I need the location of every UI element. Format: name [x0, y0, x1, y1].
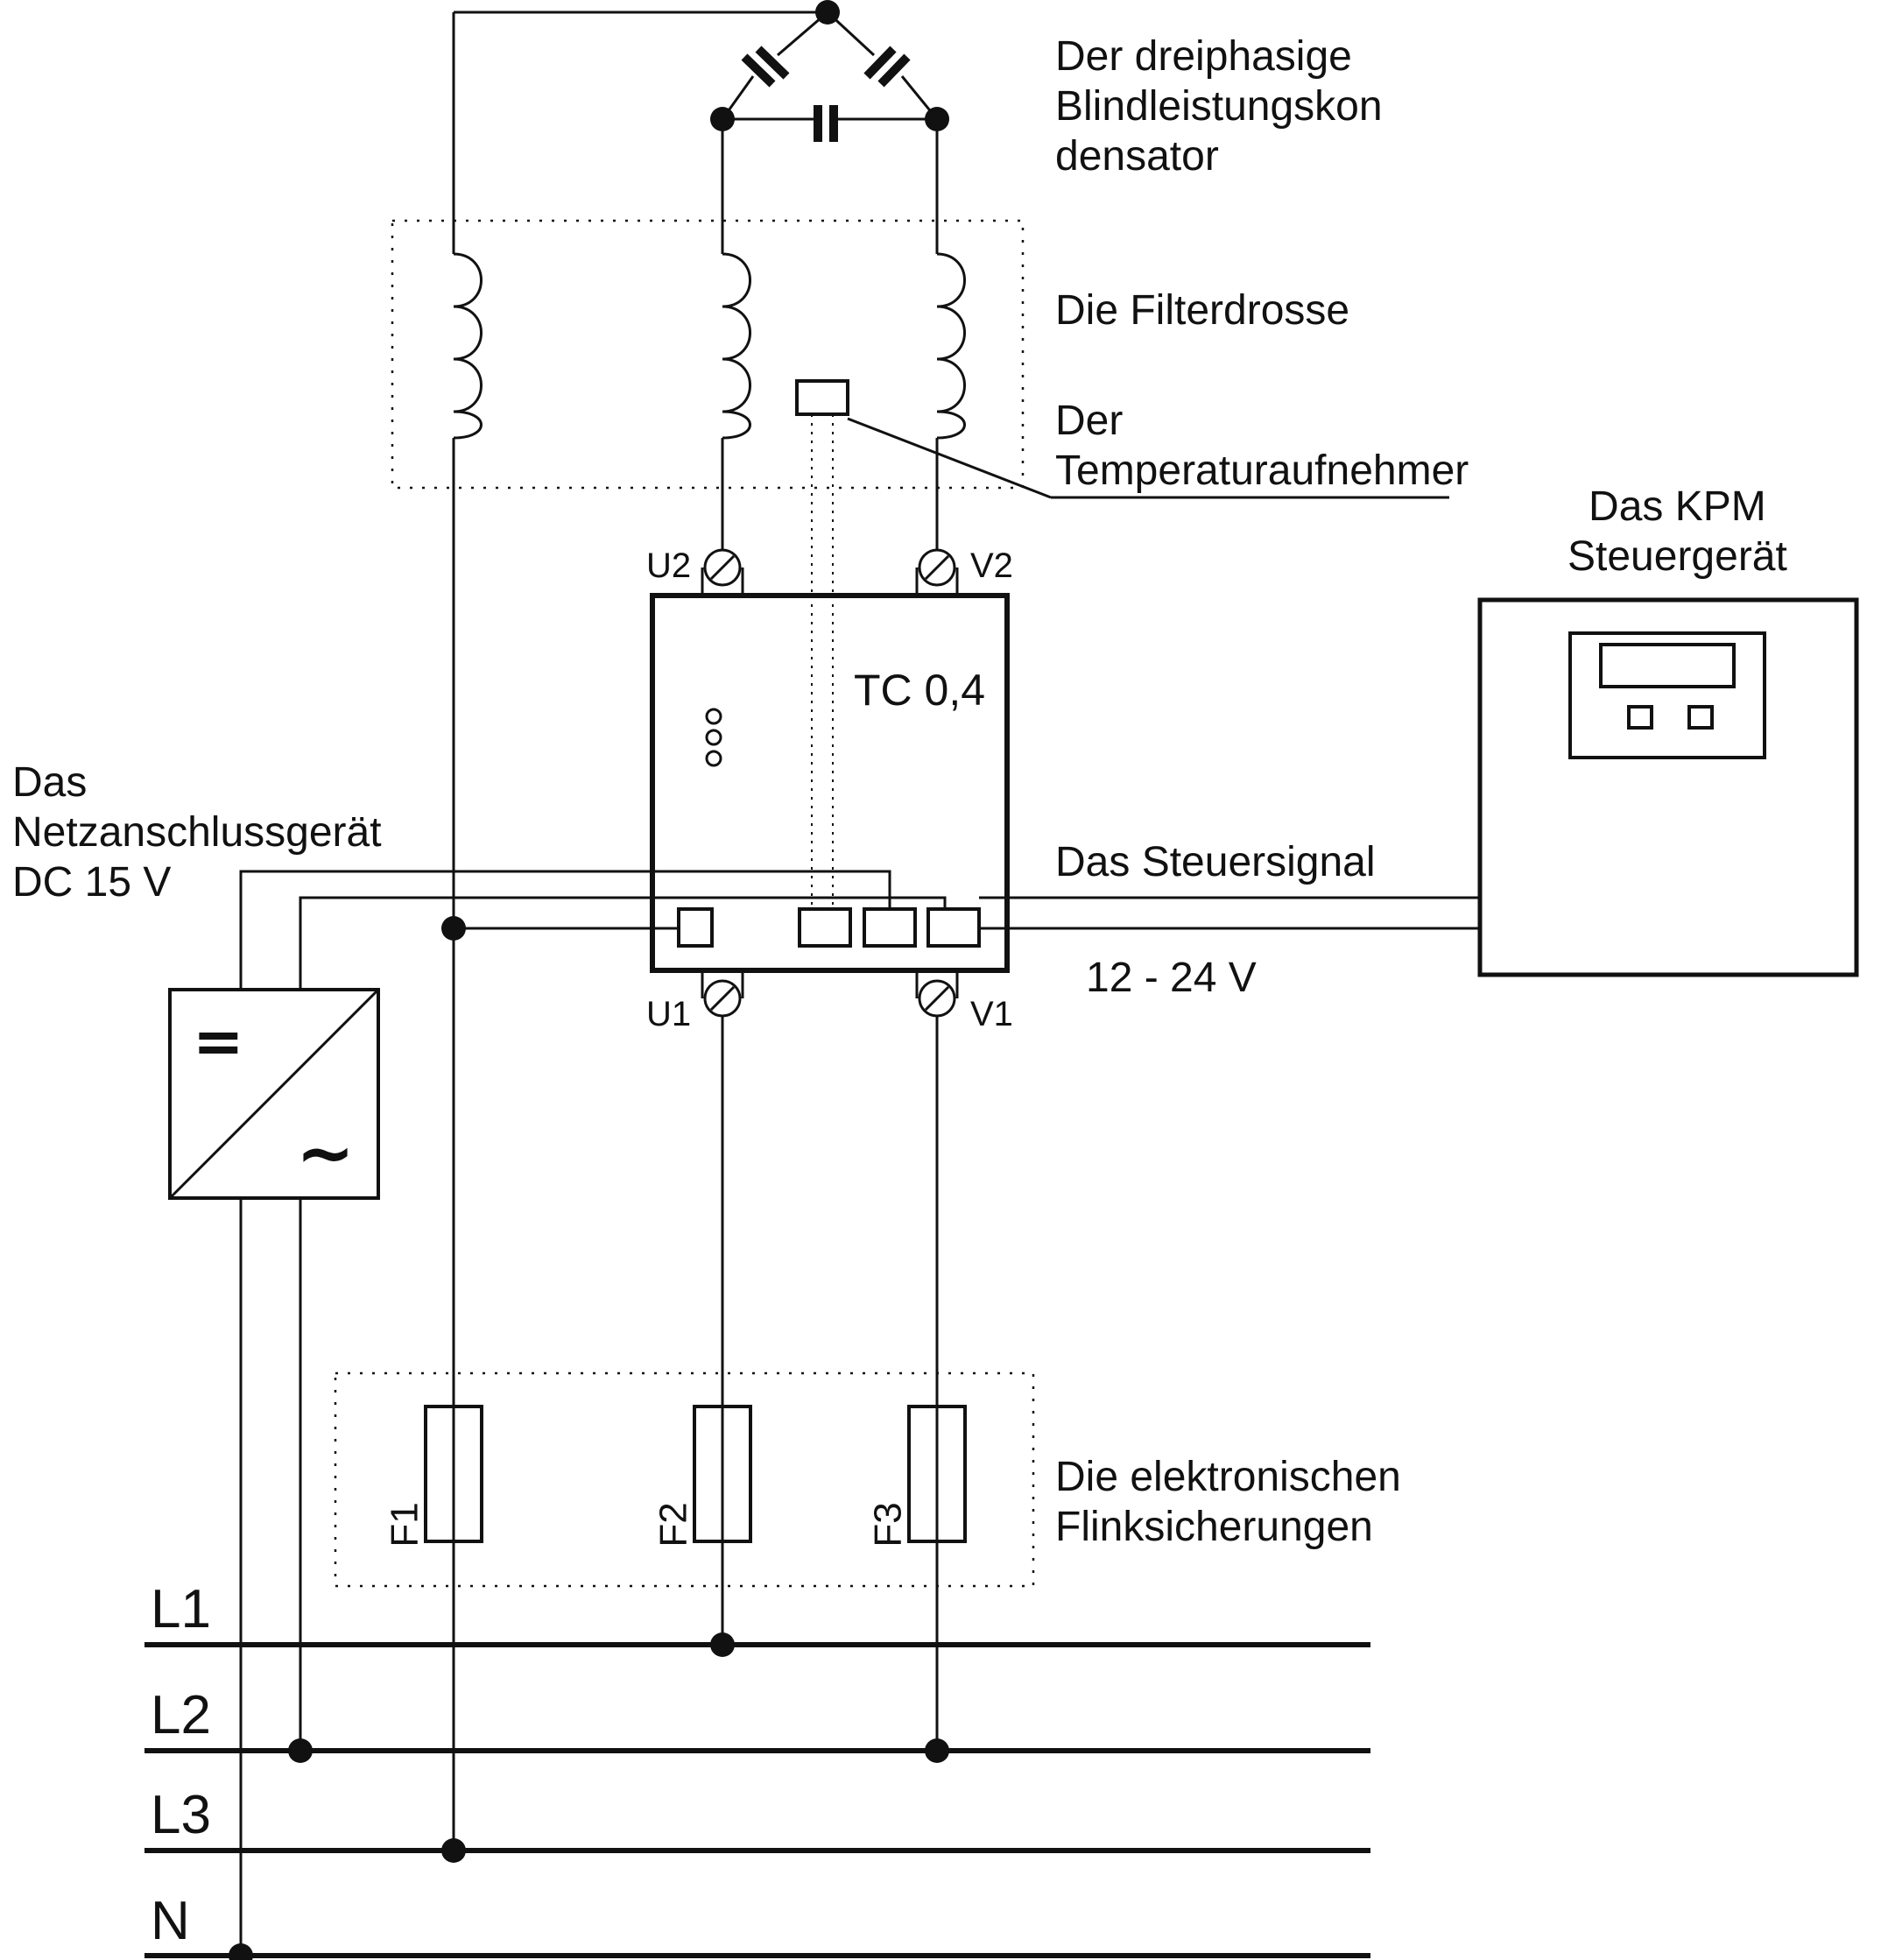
kpm-button-right — [1687, 705, 1714, 730]
temperature-sensor — [795, 379, 849, 416]
temp-sensor-leader — [847, 417, 1052, 499]
junction-dot — [815, 0, 840, 25]
capacitor-label: Der dreiphasige Blindleistungskon densat… — [1055, 33, 1383, 180]
terminal-v2-label: V2 — [970, 546, 1013, 585]
inductor-coil-1 — [453, 252, 483, 440]
filter-choke-box — [391, 219, 1025, 490]
inductor-coil-3 — [936, 252, 966, 440]
tc-module — [650, 593, 1010, 973]
kpm-button-left — [1627, 705, 1653, 730]
kpm-controller — [1477, 597, 1859, 977]
module-label: TC 0,4 — [854, 666, 986, 715]
control-signal-label: Das Steuersignal — [1055, 839, 1376, 885]
dc-wire-plus — [239, 870, 891, 990]
fuses-label: Die elektronischen Flinksicherungen — [1055, 1454, 1401, 1550]
terminal-u1-label: U1 — [646, 995, 692, 1033]
kpm-display — [1599, 643, 1736, 688]
terminal-u2-label: U2 — [646, 546, 692, 585]
busbar-l1-label: L1 — [151, 1579, 211, 1639]
busbar-l3-label: L3 — [151, 1785, 211, 1845]
busbar-n-label: N — [151, 1891, 190, 1951]
terminal-v1-label: V1 — [970, 995, 1013, 1033]
temperature-sensor-label: Der Temperaturaufnehmer — [1055, 398, 1469, 494]
fuse-f2-label: F2 — [652, 1502, 695, 1548]
busbar-l2-label: L2 — [151, 1685, 211, 1745]
dc-symbol: = — [193, 1005, 244, 1077]
fuse-f3-label: F3 — [866, 1502, 910, 1548]
terminal-v1 — [918, 979, 956, 1018]
terminal-v2 — [918, 548, 956, 587]
inductor-coil-2 — [722, 252, 751, 440]
capacitor-plate — [741, 53, 776, 88]
filter-choke-label: Die Filterdrosse — [1055, 287, 1350, 334]
kpm-label: Das KPM Steuergerät — [1568, 483, 1787, 580]
module-terminal-temp — [798, 907, 852, 948]
fuse-f1-label: F1 — [383, 1502, 426, 1548]
terminal-u1 — [703, 979, 742, 1018]
dc-wire-minus — [299, 896, 947, 990]
kpm-panel — [1568, 631, 1766, 759]
module-led — [705, 708, 722, 725]
voltage-range-label: 12 - 24 V — [1086, 955, 1257, 1001]
terminal-u2 — [703, 548, 742, 587]
ac-symbol: ~ — [296, 1112, 356, 1194]
power-supply-label: Das Netzanschlussgerät DC 15 V — [12, 759, 382, 906]
